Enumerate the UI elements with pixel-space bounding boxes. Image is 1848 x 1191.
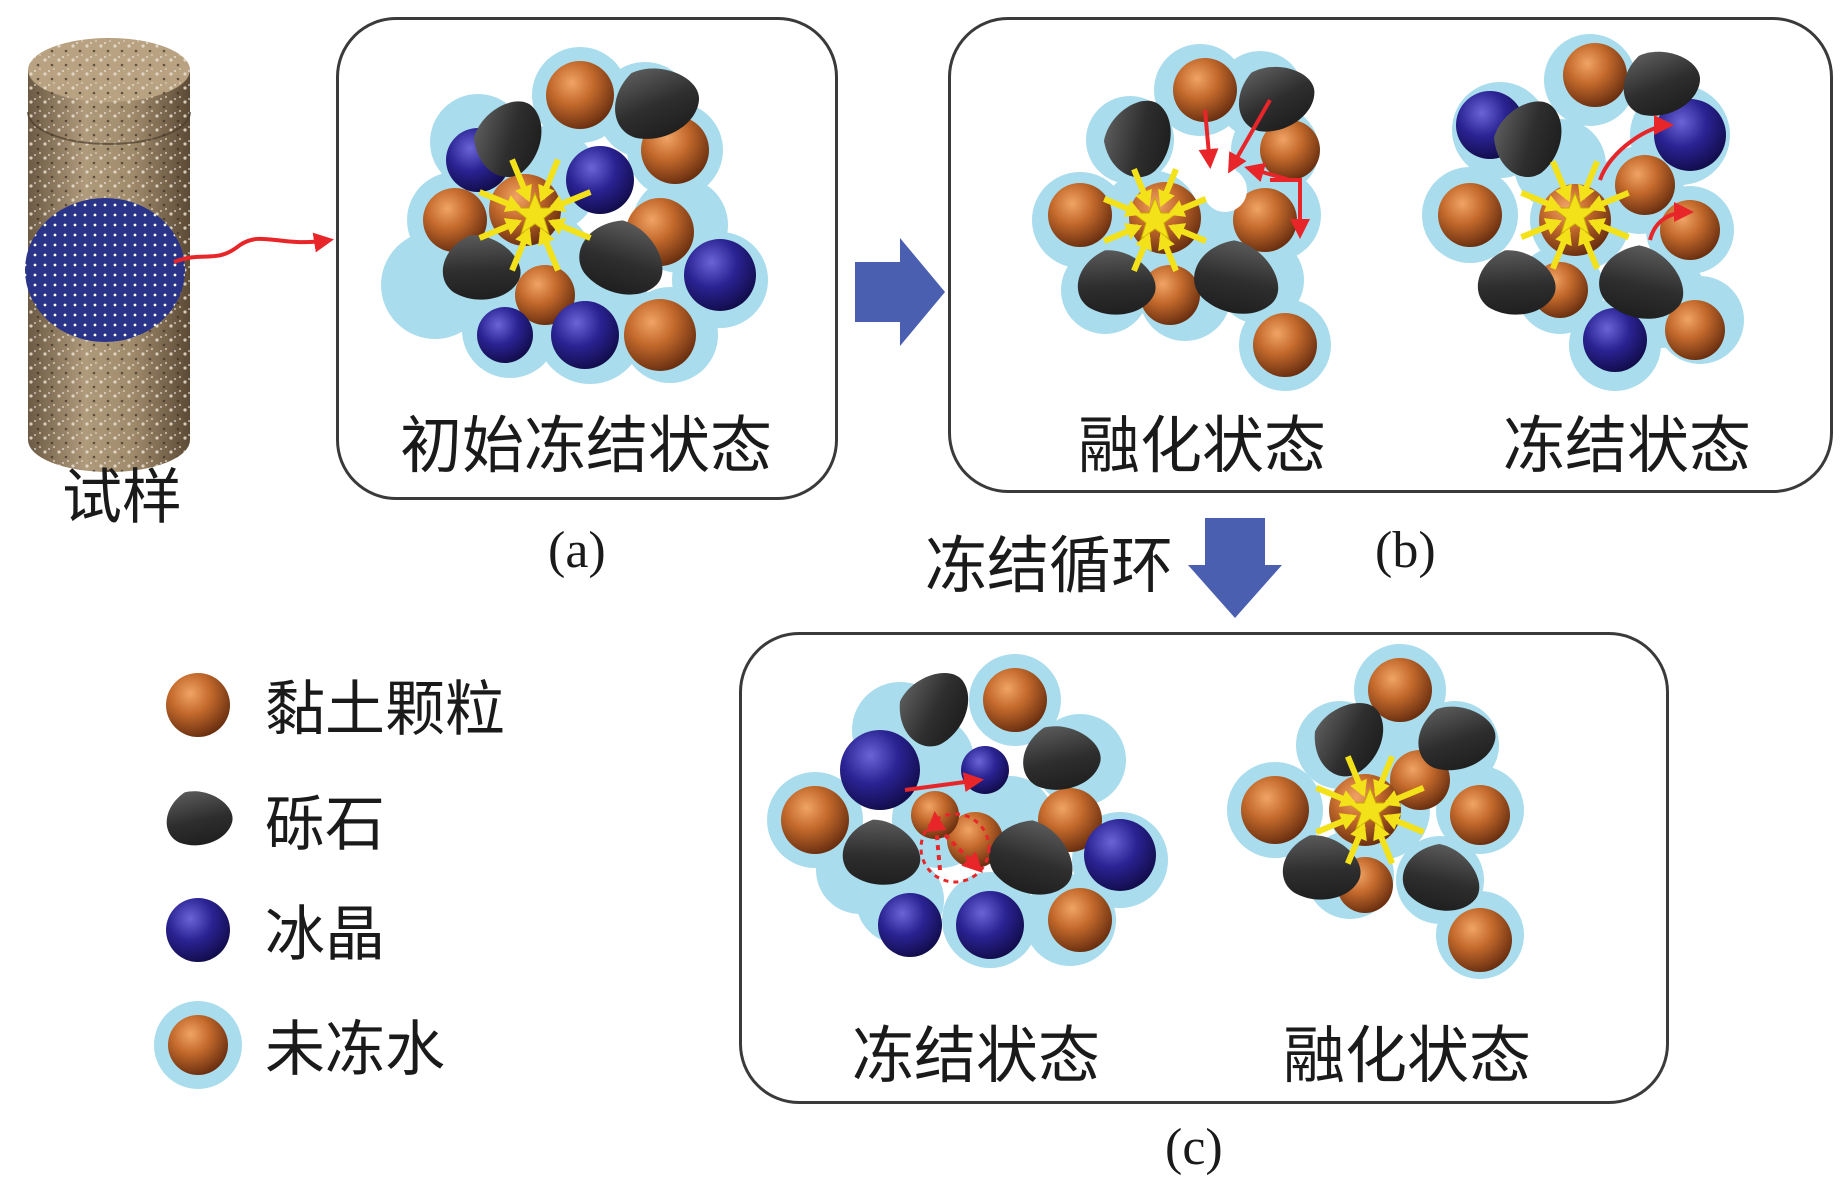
legend-label-ice: 冰晶 <box>265 900 385 970</box>
panel-b-caption: (b) <box>1375 522 1436 579</box>
panel-c-caption: (c) <box>1165 1119 1223 1176</box>
process-arrow-right <box>855 238 945 346</box>
sample-cylinder <box>25 38 334 472</box>
panel-c-freeze-label: 冻结状态 <box>852 1019 1101 1092</box>
panel-a-caption: (a) <box>548 522 606 579</box>
panel-a-state-label: 初始冻结状态 <box>400 409 773 482</box>
legend-label-gravel: 砾石 <box>265 790 385 860</box>
zoom-arrow <box>173 232 334 264</box>
legend-label-water: 未冻水 <box>265 1015 445 1085</box>
panel-c-thaw-label: 融化状态 <box>1283 1019 1532 1092</box>
legend-label-clay: 黏土颗粒 <box>265 675 505 745</box>
sample-label: 试样 <box>62 463 182 533</box>
freeze-cycle-label: 冻结循环 <box>925 529 1174 602</box>
panel-b-thaw-label: 融化状态 <box>1078 409 1327 482</box>
process-arrow-down <box>1188 518 1282 618</box>
sample-region-highlight <box>25 198 185 342</box>
panel-b-freeze-label: 冻结状态 <box>1503 409 1752 482</box>
